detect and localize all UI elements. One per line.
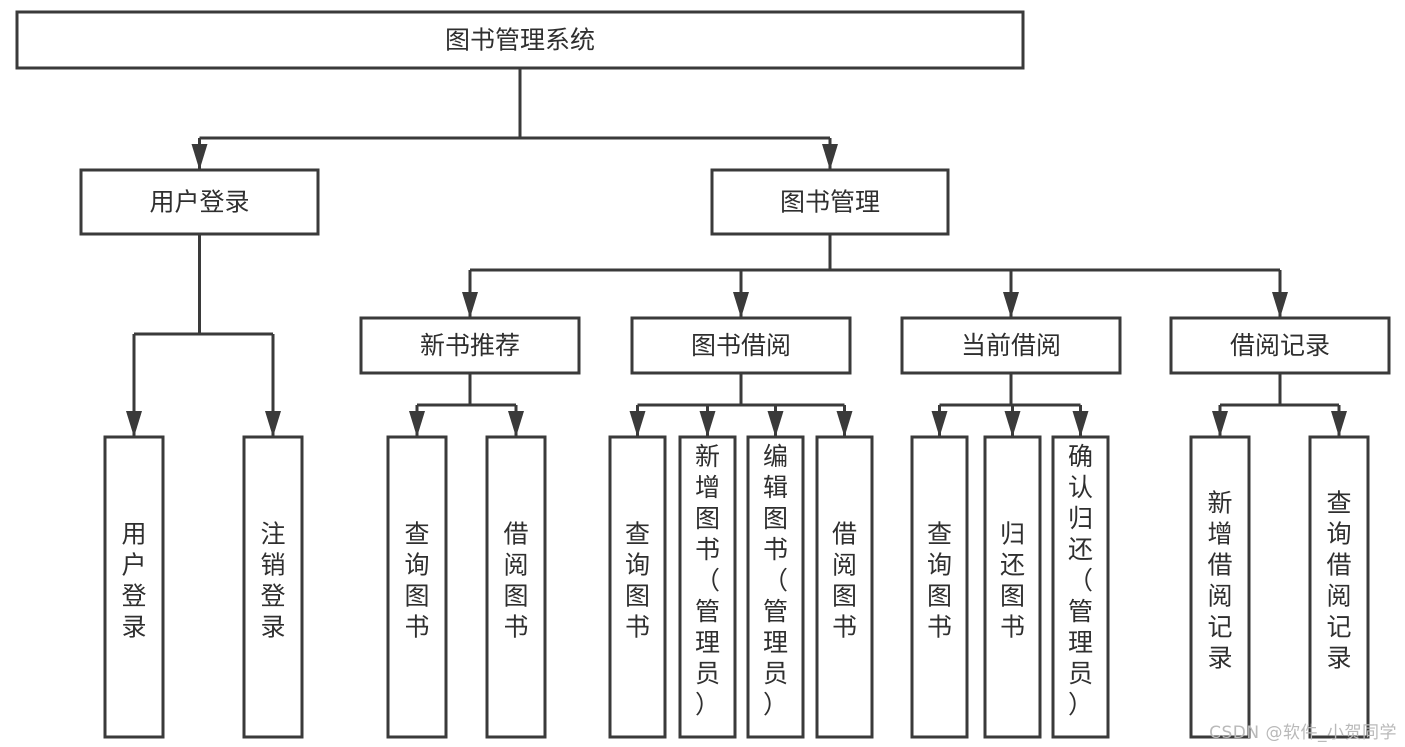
node-label-root: 图书管理系统 (445, 26, 595, 55)
node-box-login[interactable] (79, 168, 320, 236)
connector-arrow-icon (462, 292, 478, 318)
node-bookmgmt[interactable]: 图书管理 (710, 168, 950, 236)
connectors-layer (126, 68, 1347, 437)
node-label-current: 当前借阅 (961, 331, 1061, 360)
node-box-newbook[interactable] (359, 316, 581, 375)
node-box-r1[interactable] (1189, 435, 1251, 739)
node-box-current[interactable] (900, 316, 1122, 375)
node-box-b3[interactable] (746, 435, 805, 739)
node-root[interactable]: 图书管理系统 (15, 10, 1025, 70)
node-label-newbook: 新书推荐 (420, 331, 520, 360)
node-l2[interactable]: 注销登录 (242, 435, 304, 739)
connector-arrow-icon (767, 411, 784, 437)
connector-arrow-icon (1072, 411, 1089, 437)
node-box-b1[interactable] (608, 435, 667, 739)
connector-group-borrow (629, 373, 853, 437)
node-label-c1: 查询图书 (927, 520, 952, 642)
connector-group-newbook (409, 373, 524, 437)
nodes-layer: 图书管理系统用户登录图书管理新书推荐图书借阅当前借阅借阅记录用户登录注销登录查询… (15, 10, 1391, 739)
node-box-b2[interactable] (678, 435, 737, 739)
node-b1[interactable]: 查询图书 (608, 435, 667, 739)
connector-arrow-icon (931, 411, 948, 437)
connector-group-bookmgmt (462, 234, 1288, 318)
node-box-b4[interactable] (815, 435, 874, 739)
node-label-login: 用户登录 (149, 188, 249, 217)
node-label-record: 借阅记录 (1230, 331, 1330, 360)
node-l1[interactable]: 用户登录 (103, 435, 165, 739)
node-box-r2[interactable] (1308, 435, 1370, 739)
node-label-c2: 归还图书 (1000, 520, 1025, 642)
node-box-l2[interactable] (242, 435, 304, 739)
node-label-r1: 新增借阅记录 (1207, 489, 1232, 673)
connector-arrow-icon (629, 411, 646, 437)
connector-group-record (1212, 373, 1347, 437)
node-c1[interactable]: 查询图书 (910, 435, 969, 739)
connector-group-root (191, 68, 838, 170)
connector-arrow-icon (1331, 411, 1347, 437)
node-label-l1: 用户登录 (121, 520, 146, 642)
connector-arrow-icon (699, 411, 716, 437)
node-box-borrow[interactable] (630, 316, 852, 375)
node-n2[interactable]: 借阅图书 (485, 435, 547, 739)
node-b2[interactable]: 新增图书（管理员） (678, 435, 737, 739)
node-label-r2: 查询借阅记录 (1326, 489, 1351, 673)
connector-group-current (931, 373, 1089, 437)
node-box-c2[interactable] (983, 435, 1042, 739)
node-c2[interactable]: 归还图书 (983, 435, 1042, 739)
node-c3[interactable]: 确认归还（管理员） (1051, 435, 1110, 739)
node-label-n1: 查询图书 (404, 520, 429, 642)
node-box-c1[interactable] (910, 435, 969, 739)
node-r1[interactable]: 新增借阅记录 (1189, 435, 1251, 739)
node-b4[interactable]: 借阅图书 (815, 435, 874, 739)
node-login[interactable]: 用户登录 (79, 168, 320, 236)
node-label-b1: 查询图书 (625, 520, 650, 642)
node-label-c3: 确认归还（管理员） (1068, 442, 1093, 719)
connector-arrow-icon (1003, 292, 1019, 318)
node-label-b4: 借阅图书 (832, 520, 857, 642)
node-current[interactable]: 当前借阅 (900, 316, 1122, 375)
connector-arrow-icon (191, 144, 208, 170)
node-box-n1[interactable] (386, 435, 448, 739)
connector-arrow-icon (836, 411, 853, 437)
connector-group-login (126, 234, 281, 437)
node-label-bookmgmt: 图书管理 (780, 188, 880, 217)
connector-arrow-icon (822, 144, 838, 170)
node-n1[interactable]: 查询图书 (386, 435, 448, 739)
node-label-b3: 编辑图书（管理员） (763, 442, 788, 719)
node-label-n2: 借阅图书 (503, 520, 528, 642)
node-label-l2: 注销登录 (260, 520, 285, 642)
node-record[interactable]: 借阅记录 (1169, 316, 1391, 375)
node-box-c3[interactable] (1051, 435, 1110, 739)
connector-arrow-icon (508, 411, 524, 437)
node-box-root[interactable] (15, 10, 1025, 70)
node-borrow[interactable]: 图书借阅 (630, 316, 852, 375)
node-newbook[interactable]: 新书推荐 (359, 316, 581, 375)
connector-arrow-icon (1212, 411, 1228, 437)
connector-arrow-icon (409, 411, 425, 437)
connector-arrow-icon (126, 411, 142, 437)
connector-arrow-icon (1004, 411, 1021, 437)
connector-arrow-icon (1272, 292, 1288, 318)
connector-arrow-icon (733, 292, 749, 318)
node-r2[interactable]: 查询借阅记录 (1308, 435, 1370, 739)
node-label-b2: 新增图书（管理员） (695, 442, 720, 719)
node-box-n2[interactable] (485, 435, 547, 739)
node-b3[interactable]: 编辑图书（管理员） (746, 435, 805, 739)
node-box-record[interactable] (1169, 316, 1391, 375)
node-label-borrow: 图书借阅 (691, 331, 791, 360)
node-box-l1[interactable] (103, 435, 165, 739)
connector-arrow-icon (265, 411, 281, 437)
node-box-bookmgmt[interactable] (710, 168, 950, 236)
